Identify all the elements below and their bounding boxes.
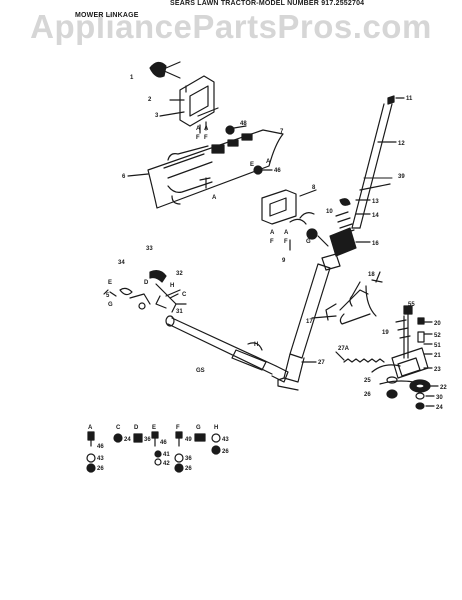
legend-g-item-1: 41 [163,452,170,458]
callout-52: 52 [434,333,441,339]
letter-a-3: A [212,195,217,201]
callout-5: 5 [106,293,110,299]
lift-plate-assembly [127,125,284,209]
callout-51: 51 [434,343,441,349]
callout-labels: 1 2 3 F F A A 48 7 6 46 A A E 8 10 A F A… [106,75,447,411]
lift-shaft-31 [165,315,289,383]
detail-code-h: H [254,342,258,348]
callout-13: 13 [372,199,379,205]
callout-19: 19 [382,330,389,336]
legend-a-item-2: 43 [97,456,104,462]
callout-34: 34 [118,260,125,266]
letter-e-2: E [108,280,112,286]
letter-h-1: H [170,283,174,289]
legend-c-item: 24 [124,437,131,443]
legend-g-item-2: 42 [163,461,170,467]
legend-header-f: F [176,425,180,431]
callout-20: 20 [434,321,441,327]
control-rod [351,95,405,229]
letter-e-1: E [250,162,254,168]
callout-6: 6 [122,174,126,180]
callout-31: 31 [176,309,183,315]
callout-8: 8 [312,185,316,191]
callout-21: 21 [434,353,441,359]
legend-f-item-2: 36 [185,456,192,462]
legend-header-g: G [196,425,201,431]
callout-16: 16 [372,241,379,247]
letter-g-1: G [306,239,311,245]
callout-10: 10 [326,209,333,215]
legend-header-c: C [116,425,121,431]
callout-25: 25 [364,378,371,384]
callout-32: 32 [176,271,183,277]
letter-f-2: F [204,135,208,141]
legend-e-item: 46 [160,440,167,446]
callout-22: 22 [440,385,447,391]
callout-2: 2 [148,97,152,103]
legend-f-item-1: 49 [185,437,192,443]
legend-f-item-3: 26 [185,466,192,472]
letter-a-1: A [196,126,201,132]
letter-g-2: G [108,302,113,308]
legend-header-d: D [134,425,139,431]
legend-header-h: H [214,425,218,431]
callout-24: 24 [436,405,443,411]
callout-23: 23 [434,367,441,373]
legend-h-item-1: 43 [222,437,229,443]
spring-and-handle [321,198,371,271]
section-title: MOWER LINKAGE [75,12,139,19]
letter-f-3: F [270,239,274,245]
callout-9: 9 [282,258,286,264]
hardware-legend: A C D E F G H 46 43 26 24 36 46 49 36 26… [88,425,229,472]
callout-46: 46 [274,168,281,174]
letter-d-1: D [144,280,149,286]
callout-1: 1 [130,75,134,81]
legend-header-a: A [88,425,93,431]
pivot-bolt-stack [371,305,439,410]
callout-17: 17 [306,319,313,325]
letter-a-2: A [204,126,209,132]
callout-26: 26 [364,392,371,398]
legend-d-item: 36 [144,437,151,443]
callout-39: 39 [398,174,405,180]
upper-bracket-assembly [149,61,219,134]
letter-c-1: C [182,292,187,298]
callout-12: 12 [398,141,405,147]
right-link-cluster [311,271,383,325]
callout-48: 48 [240,121,247,127]
letter-a-6: A [284,230,289,236]
legend-header-e: E [152,425,156,431]
letter-f-4: F [284,239,288,245]
callout-11: 11 [406,96,413,102]
callout-27: 27 [318,360,325,366]
callout-33: 33 [146,246,153,252]
spring-27a [335,351,385,363]
legend-h-item-2: 26 [222,449,229,455]
callout-55: 55 [408,302,415,308]
legend-a-item-3: 26 [97,466,104,472]
callout-14: 14 [372,213,379,219]
letter-f-1: F [196,135,200,141]
lower-link-cluster [103,270,187,313]
letter-a-4: A [266,159,271,165]
bracket-cluster-8-10 [261,189,329,251]
callout-18: 18 [368,272,375,278]
letter-a-5: A [270,230,275,236]
callout-3: 3 [155,113,159,119]
diagram-title: SEARS LAWN TRACTOR-MODEL NUMBER 917.2552… [170,0,365,7]
callout-27a: 27A [338,346,350,352]
detail-code-gs: GS [196,368,205,374]
legend-a-item-1: 46 [97,444,104,450]
callout-30: 30 [436,395,443,401]
lift-handle-27 [277,263,331,391]
hardware-legend-icons [86,431,221,473]
callout-7: 7 [280,129,284,135]
